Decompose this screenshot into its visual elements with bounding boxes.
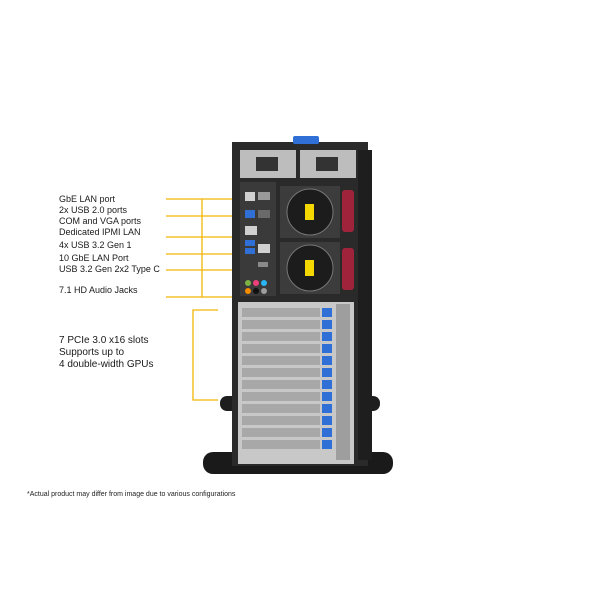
label-usb-type-c: USB 3.2 Gen 2x2 Type C: [59, 264, 160, 274]
label-com-vga: COM and VGA ports: [59, 216, 142, 226]
psu-handle-bottom: [342, 248, 354, 290]
port-type-c: [258, 262, 268, 267]
port-usb32-b: [245, 248, 255, 254]
label-supports: Supports up to: [59, 347, 125, 358]
label-ipmi-lan: Dedicated IPMI LAN: [59, 227, 141, 237]
port-usb32-a: [245, 240, 255, 246]
label-gbe-lan: GbE LAN port: [59, 194, 116, 204]
port-ipmi: [245, 226, 257, 235]
expansion-label-group: 7 PCIe 3.0 x16 slots Supports up to 4 do…: [59, 335, 154, 371]
label-10gbe-lan: 10 GbE LAN Port: [59, 253, 129, 263]
label-usb32-gen1: 4x USB 3.2 Gen 1: [59, 240, 132, 250]
fans: [280, 186, 340, 294]
label-usb2: 2x USB 2.0 ports: [59, 205, 128, 215]
callout-lines: [166, 198, 232, 401]
port-vga: [245, 210, 255, 218]
port-rj45-1: [245, 192, 255, 201]
pcie-slots: [238, 302, 354, 464]
port-usb2: [258, 192, 270, 200]
top-button: [293, 136, 319, 144]
port-com: [258, 210, 270, 218]
label-audio-jacks: 7.1 HD Audio Jacks: [59, 285, 138, 295]
footnote: *Actual product may differ from image du…: [27, 491, 236, 498]
audio-jacks: [245, 280, 267, 294]
chassis-side: [358, 150, 372, 460]
label-pcie-slots: 7 PCIe 3.0 x16 slots: [59, 335, 149, 346]
port-10gbe: [258, 244, 270, 253]
psu-handle-top: [342, 190, 354, 232]
power-supplies: [240, 150, 356, 178]
label-gpus: 4 double-width GPUs: [59, 359, 154, 370]
